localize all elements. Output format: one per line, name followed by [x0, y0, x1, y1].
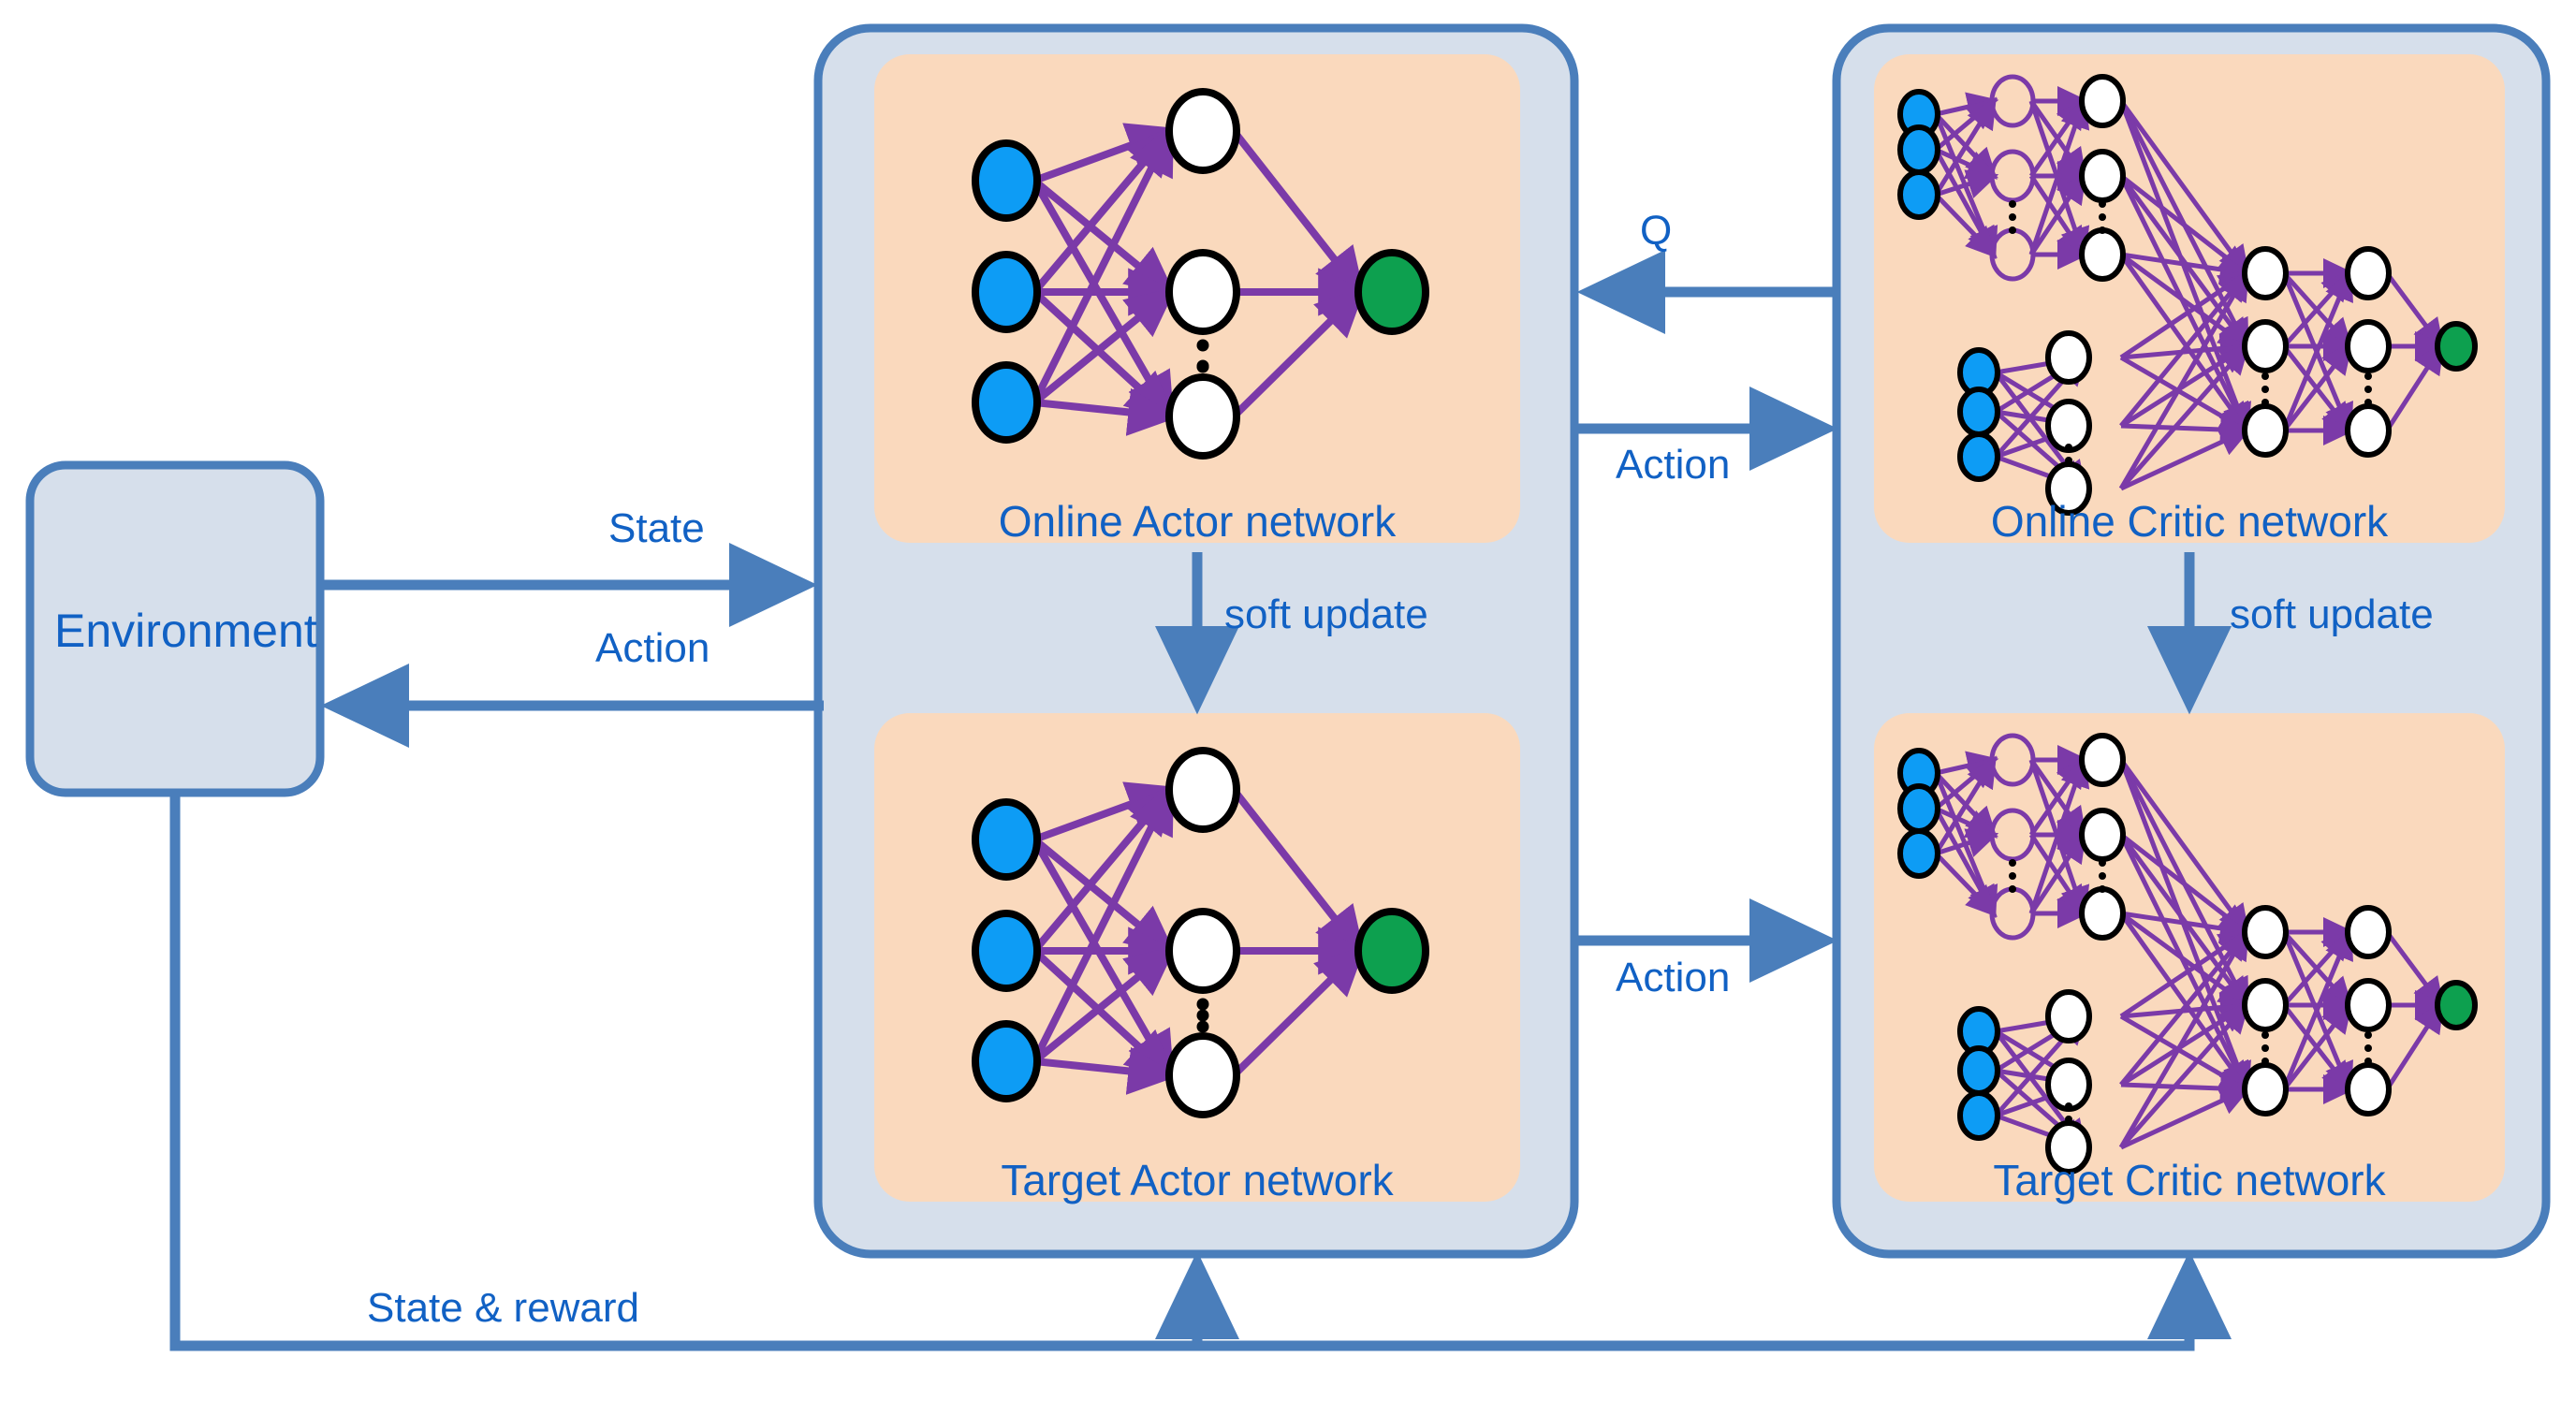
edge-label-q: Q — [1640, 208, 1673, 254]
critic-hidden-node — [2242, 978, 2289, 1032]
critic-action-input-node — [1957, 387, 2000, 437]
target-critic-title: Target Critic network — [1993, 1156, 2386, 1204]
edge-label-action-online: Action — [1616, 442, 1731, 488]
critic-hidden-node — [2242, 319, 2289, 373]
actor-hidden-node — [1165, 908, 1240, 994]
soft-update-label-critic: soft update — [2230, 591, 2434, 637]
critic-action-input-node — [1957, 1045, 2000, 1096]
critic-hidden-node — [2045, 330, 2092, 385]
actor-input-node — [972, 1020, 1041, 1102]
actor-output-node — [1354, 908, 1429, 994]
critic-hidden-node — [2242, 1062, 2289, 1116]
critic-output-node — [2435, 980, 2478, 1030]
actor-hidden-node — [1165, 1032, 1240, 1118]
edge-label-state-and-reward: State & reward — [367, 1285, 640, 1331]
edge-label-action-to-env: Action — [595, 625, 710, 671]
critic-hidden-node — [2242, 246, 2289, 300]
target-actor-title: Target Actor network — [1001, 1156, 1394, 1204]
actor-input-node — [972, 798, 1041, 881]
critic-hidden-node — [2345, 1062, 2392, 1116]
actor-output-node — [1354, 249, 1429, 335]
critic-hidden-node — [2242, 905, 2289, 959]
actor-input-node — [972, 139, 1041, 222]
critic-action-input-node — [1957, 431, 2000, 482]
actor-hidden-node — [1165, 747, 1240, 833]
actor-input-node — [972, 910, 1041, 992]
critic-hidden-node — [2345, 978, 2392, 1032]
actor-hidden-node — [1165, 249, 1240, 335]
online-actor-network — [972, 88, 1429, 460]
critic-hidden-node — [2345, 319, 2392, 373]
critic-hidden-node — [2079, 227, 2126, 282]
actor-hidden-ellipsis — [1196, 998, 1209, 1033]
critic-ellipsis-dots — [2009, 859, 2372, 1123]
target-actor-network — [972, 747, 1429, 1118]
critic-hidden-node — [2079, 74, 2126, 128]
target-critic-network — [1897, 733, 2478, 1175]
critic-hidden-node — [2345, 905, 2392, 959]
edge-label-state: State — [608, 505, 705, 551]
actor-input-node — [972, 251, 1041, 333]
critic-hidden-node — [2045, 989, 2092, 1043]
actor-hidden-node — [1165, 88, 1240, 174]
critic-state-input-node — [1897, 169, 1940, 220]
online-critic-title: Online Critic network — [1990, 497, 2389, 546]
critic-hidden-node — [2045, 1058, 2092, 1112]
critic-ellipsis-dots — [2009, 200, 2372, 464]
actor-hidden-node — [1165, 373, 1240, 460]
critic-hidden-node — [2079, 808, 2126, 862]
critic-action-input-node — [1957, 1090, 2000, 1141]
critic-hidden-node — [2079, 149, 2126, 203]
critic-hidden-node — [2079, 886, 2126, 941]
critic-hidden-node — [2345, 403, 2392, 458]
actor-hidden-ellipsis — [1196, 339, 1209, 373]
critic-output-node — [2435, 321, 2478, 372]
arrow-feedback-to-target-critic — [175, 1250, 2232, 1351]
environment-label: Environment — [54, 605, 317, 657]
critic-hidden-node — [2045, 399, 2092, 453]
critic-hidden-node — [2079, 733, 2126, 787]
actor-input-node — [972, 361, 1041, 444]
online-critic-network — [1897, 74, 2478, 516]
critic-state-input-node — [1897, 828, 1940, 879]
critic-hidden-node — [2242, 403, 2289, 458]
edge-label-action-target: Action — [1616, 955, 1731, 1000]
critic-state-input-node — [1897, 783, 1940, 834]
soft-update-label-actor: soft update — [1224, 591, 1428, 637]
critic-hidden-node — [2345, 246, 2392, 300]
critic-state-input-node — [1897, 124, 1940, 175]
online-actor-title: Online Actor network — [998, 497, 1397, 546]
